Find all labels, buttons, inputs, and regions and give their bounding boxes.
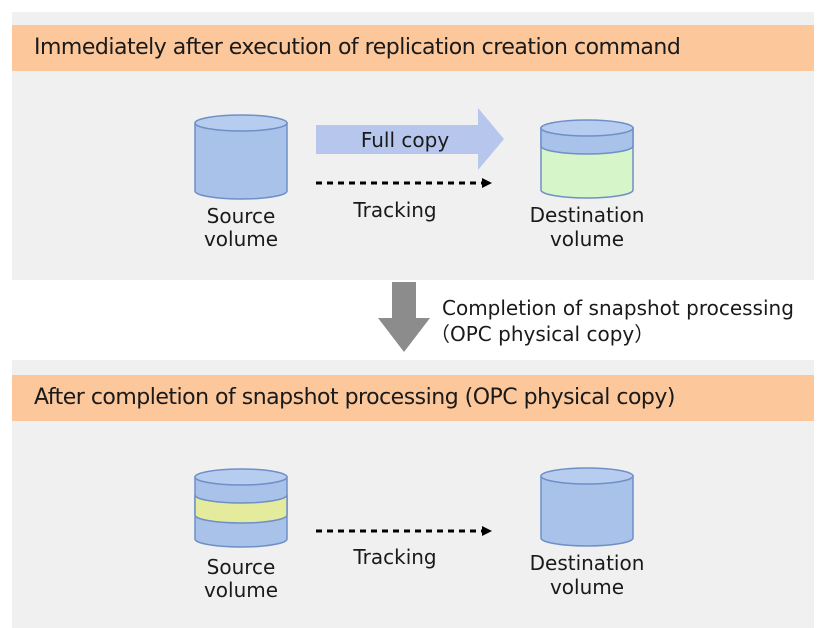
source-volume-cylinder [194,114,288,200]
transition-note-line2: （OPC physical copy） [430,322,655,346]
source-volume-label-2-line1: Source [206,555,276,579]
panel-before-title: Immediately after execution of replicati… [12,25,814,71]
source-volume-label-2-line2: volume [203,578,279,602]
destination-volume-label-2-line1: Destination [529,551,645,575]
full-copy-arrow [316,108,504,170]
transition-arrow [378,282,430,352]
source-volume-cylinder-2 [194,468,288,548]
destination-volume-cylinder-2 [540,467,634,547]
source-volume-label-line2: volume [203,227,279,251]
source-volume-label-line1: Source [206,204,276,228]
destination-volume-label-line1: Destination [529,203,645,227]
panel-after-title: After completion of snapshot processing … [12,375,814,421]
destination-volume-label-2-line2: volume [549,575,625,599]
tracking-label: Tracking [353,198,437,222]
full-copy-label: Full copy [360,128,450,152]
destination-volume-label-line2: volume [549,227,625,251]
destination-volume-cylinder [540,119,634,199]
transition-note-line1: Completion of snapshot processing [442,296,794,320]
tracking-label-2: Tracking [353,545,437,569]
